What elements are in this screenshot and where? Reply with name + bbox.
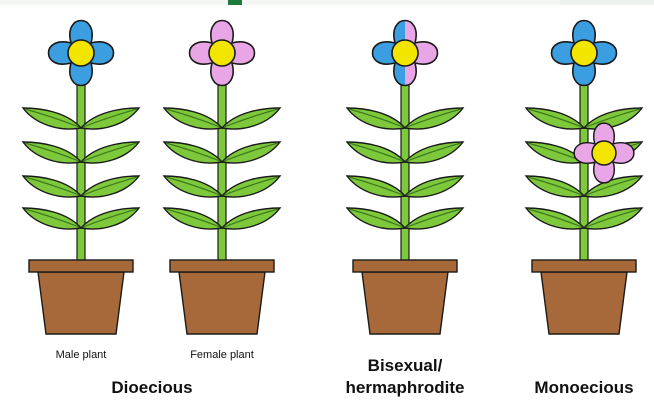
- bisexual-label-line2: hermaphrodite: [330, 377, 480, 398]
- monoecious-label: Monoecious: [517, 377, 651, 398]
- pink-flower: [190, 21, 255, 86]
- male-plant: [23, 21, 139, 335]
- monoecious-plant: [526, 21, 642, 335]
- dioecious-label: Dioecious: [82, 377, 222, 398]
- bisexual-plant: [347, 21, 463, 335]
- bisexual-label-line1: Bisexual/: [330, 355, 480, 376]
- plants-illustration: [0, 0, 654, 340]
- blue-flower: [49, 21, 114, 86]
- split-flower: [373, 21, 438, 86]
- female-plant: [164, 21, 280, 335]
- blue-flower: [552, 21, 617, 86]
- male-plant-label: Male plant: [31, 349, 131, 361]
- female-plant-label: Female plant: [172, 349, 272, 361]
